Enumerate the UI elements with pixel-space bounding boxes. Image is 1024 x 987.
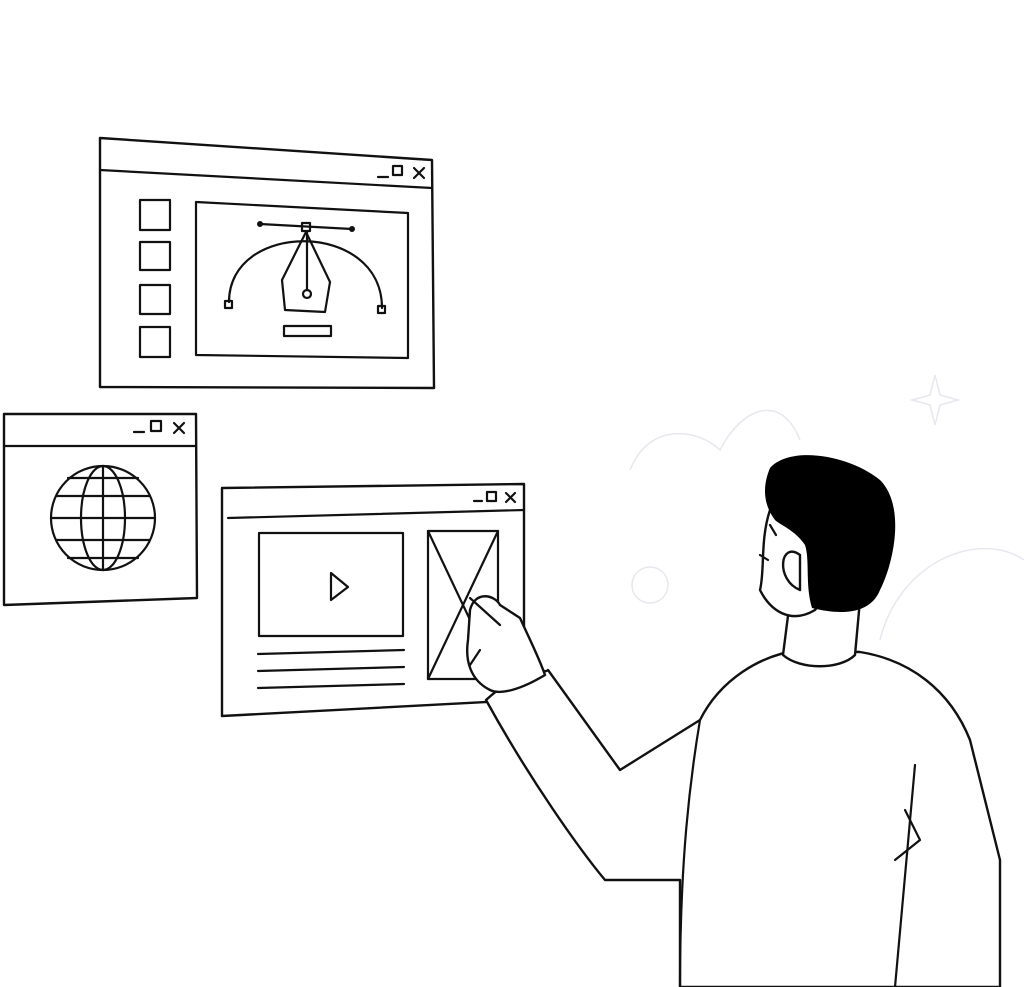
pen-tool-icon — [223, 221, 387, 338]
video-player[interactable] — [257, 531, 405, 638]
text-lines — [256, 648, 406, 690]
browser-window — [2, 412, 199, 607]
close-icon[interactable] — [172, 421, 186, 435]
play-icon[interactable] — [329, 571, 350, 602]
maximize-icon[interactable] — [149, 419, 163, 433]
maximize-icon[interactable] — [391, 164, 404, 177]
tool-buttons[interactable] — [138, 198, 172, 359]
design-app-window — [98, 136, 436, 390]
close-icon[interactable] — [412, 166, 426, 180]
close-icon[interactable] — [504, 491, 517, 504]
background-decoration — [629, 374, 1024, 641]
hair — [765, 455, 896, 613]
person — [466, 455, 1002, 987]
maximize-icon[interactable] — [485, 490, 498, 503]
globe-icon — [49, 464, 157, 572]
